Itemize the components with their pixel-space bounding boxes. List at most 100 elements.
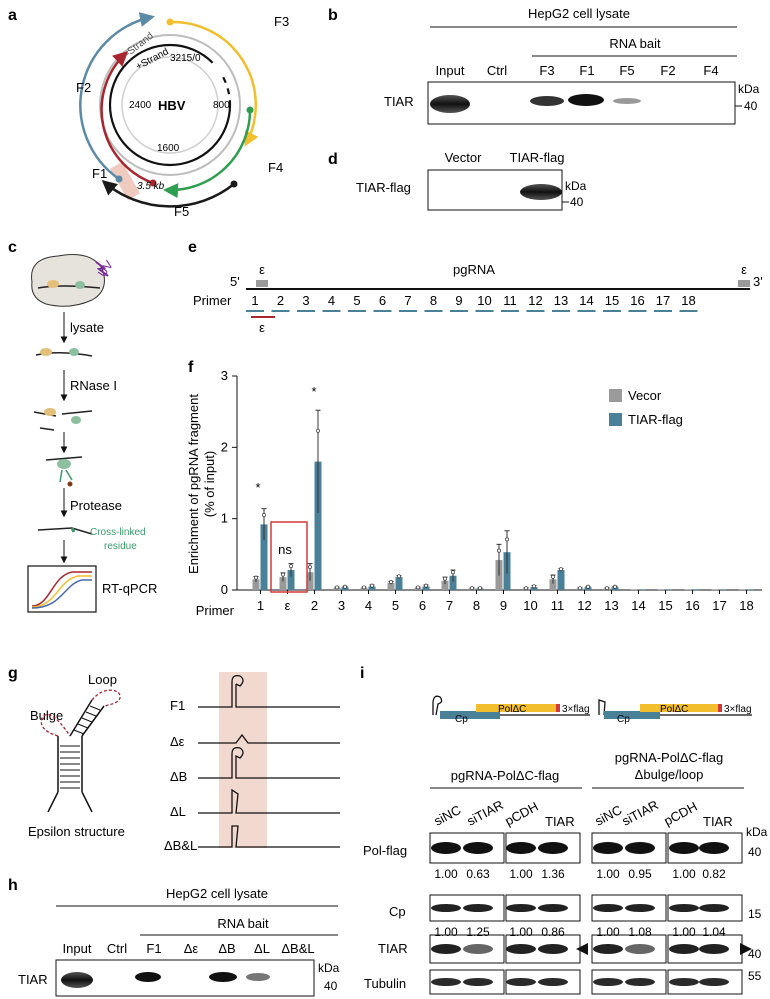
data-point	[559, 567, 563, 572]
x-tick-label: 18	[739, 598, 753, 613]
panel-label-h: h	[8, 877, 18, 894]
sig-star-2: *	[311, 384, 316, 399]
primer-number: 11	[503, 293, 517, 308]
ns-highlight-box	[270, 521, 308, 593]
epsilon-highlight	[109, 161, 141, 201]
position-3215: 3215/0	[170, 53, 201, 64]
quant-value: 1.00	[509, 925, 533, 939]
bar-tiar-flag	[449, 575, 457, 590]
x-tick-label: 12	[577, 598, 591, 613]
step-lysate: lysate	[70, 320, 104, 335]
schematic-stemloop-1	[432, 695, 443, 716]
primer-number: 18	[681, 293, 695, 308]
y-axis-label-2: (% of input)	[202, 451, 217, 517]
schematic-stemloop-2	[598, 699, 606, 716]
marker-pol-40: 40	[748, 845, 762, 859]
band-input	[61, 972, 93, 988]
band	[538, 904, 568, 912]
lane-tiar-1: TIAR	[545, 814, 575, 829]
unit-kda: kDa	[565, 179, 587, 193]
upper-stem-right	[81, 705, 105, 737]
bar-vector	[657, 589, 665, 591]
primer-number: 6	[379, 293, 386, 308]
group1-label: pgRNA-PolΔC-flag	[451, 768, 559, 783]
quant-value: 0.63	[466, 867, 490, 881]
bar-tiar-flag	[665, 589, 673, 591]
residue-mark	[70, 527, 76, 533]
data-point	[362, 585, 366, 590]
legend-swatch-vector	[609, 389, 622, 402]
band	[506, 842, 536, 854]
band	[593, 904, 623, 912]
construct-f1: F1	[170, 698, 185, 713]
primer-number: 4	[328, 293, 335, 308]
bar-vector	[630, 589, 638, 591]
row-label-tiar: TIAR	[384, 94, 414, 109]
lane-f4: F4	[703, 63, 718, 78]
quant-value: 1.00	[509, 867, 533, 881]
band-delta-l	[246, 973, 270, 981]
band	[538, 944, 568, 954]
region-highlight	[219, 672, 267, 848]
arc-f2-start	[115, 175, 123, 183]
row-label-tubulin: Tubulin	[364, 976, 406, 991]
residue-label-2: residue	[104, 541, 137, 552]
panel-f: f Enrichment of pgRNA fragment (% of inp…	[186, 359, 762, 618]
cp-box-2	[604, 711, 660, 719]
unit-kda: kDa	[746, 825, 768, 839]
protein-green	[75, 281, 85, 289]
lane-pcdh-1: pCDH	[502, 799, 540, 829]
lane-delta-epsilon: Δε	[184, 941, 199, 956]
construct-shape-f1	[198, 674, 340, 708]
data-point	[335, 585, 339, 590]
data-point	[443, 576, 447, 581]
lane-f1: F1	[146, 941, 161, 956]
curve-red	[31, 571, 92, 607]
protein-green-3	[71, 416, 81, 424]
quant-value: 1.00	[596, 867, 620, 881]
x-tick-label: 13	[604, 598, 618, 613]
arc-f2	[79, 12, 155, 181]
band	[699, 842, 729, 854]
band	[699, 978, 729, 986]
band	[625, 842, 655, 854]
lysate-label: HepG2 cell lysate	[166, 886, 268, 901]
genome-length: 3.5 kb	[137, 181, 165, 192]
arc-f3	[169, 20, 259, 147]
protein-green-2	[69, 348, 79, 356]
curve-yellow	[31, 575, 92, 608]
bar-vector	[279, 577, 287, 590]
lane-delta-l: ΔL	[254, 941, 270, 956]
bar-tiar-flag	[287, 570, 295, 590]
lane-delta-b: ΔB	[218, 941, 235, 956]
x-axis-label: Primer	[196, 603, 235, 618]
construct-shape-delta-bl	[198, 825, 340, 848]
data-point	[281, 572, 285, 577]
loop-label: Loop	[88, 672, 117, 687]
y-tick-label: 3	[221, 368, 228, 383]
data-point	[343, 584, 347, 589]
legend-swatch-tiar	[609, 413, 622, 426]
band-f5	[613, 98, 641, 104]
panel-b: b HepG2 cell lysate RNA bait Input Ctrl …	[328, 6, 760, 125]
band	[669, 944, 699, 954]
minus-strand-ring	[99, 34, 241, 176]
lane-sitiar-1: siTIAR	[464, 797, 505, 829]
genome-label: HBV	[158, 98, 186, 113]
panel-i: i Cp PolΔC 3×flag Cp PolΔC 3×flag pgRNA-…	[360, 665, 768, 995]
epsilon-structure-label: Epsilon structure	[28, 824, 125, 839]
blot-h	[55, 959, 315, 997]
quant-value: 1.00	[434, 867, 458, 881]
quant-value: 1.00	[672, 867, 696, 881]
bar-vector	[387, 582, 395, 590]
arrowhead-tiar-2	[740, 943, 752, 955]
row-label-pol-flag: Pol-flag	[363, 843, 407, 858]
construct-delta-bl: ΔB&L	[164, 838, 197, 853]
group2-label-1: pgRNA-PolΔC-flag	[615, 750, 723, 765]
pol-box-2	[640, 704, 718, 712]
panel-d: d Vector TIAR-flag TIAR-flag kDa 40	[328, 150, 587, 211]
blot-grid	[429, 832, 743, 995]
x-tick-label: 17	[712, 598, 726, 613]
bar-tiar-flag	[530, 587, 538, 590]
